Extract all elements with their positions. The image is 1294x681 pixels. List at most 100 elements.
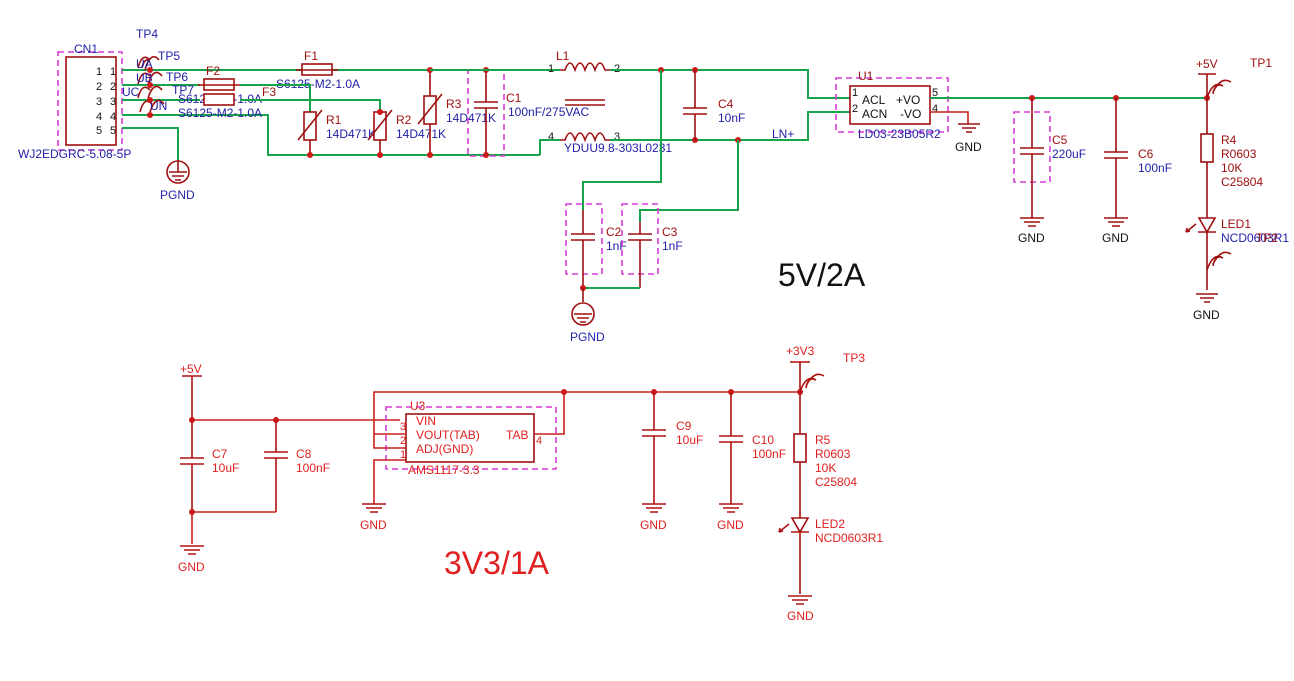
svg-text:2: 2: [110, 81, 116, 93]
capacitor-c6[interactable]: C6 100nF GND: [1102, 98, 1172, 245]
l1-pin-1: 1: [548, 63, 554, 75]
c1-ref: C1: [506, 91, 522, 105]
bottom-circuit: +5V C7 10uF C8 100nF GND U3 VIN: [178, 344, 883, 623]
capacitor-c7[interactable]: C7 10uF: [180, 420, 239, 512]
gnd-led2-label: GND: [787, 609, 814, 623]
c8-ref: C8: [296, 447, 312, 461]
testpoint-tp2[interactable]: TP2: [1206, 231, 1278, 271]
tp1-label: TP1: [1250, 56, 1272, 70]
capacitor-c8[interactable]: C8 100nF: [264, 420, 330, 512]
c7-ref: C7: [212, 447, 228, 461]
u1-ref: U1: [858, 69, 874, 83]
power-3v3: +3V3: [786, 344, 815, 392]
c5-ref: C5: [1052, 133, 1068, 147]
fuse-f1[interactable]: F1 S6125-M2-1.0A: [276, 49, 360, 91]
tp2-label: TP2: [1256, 231, 1278, 245]
l1-ref: L1: [556, 49, 570, 63]
svg-text:1: 1: [110, 66, 116, 78]
top-circuit: CN1 WJ2EDGRC-5.08-5P 1 2 3 4 5 1 2 3 4 5…: [18, 27, 1289, 344]
r4-ref: R4: [1221, 133, 1237, 147]
gnd-symbol-c7: GND: [178, 545, 205, 574]
module-u1[interactable]: U1 ACL ACN +VO -VO 1 2 5 4 LD03-23B05R2: [835, 69, 949, 141]
fuse-f3[interactable]: F3 S6125-M2-1.0A: [178, 85, 276, 120]
title-5v2a: 5V/2A: [778, 257, 866, 293]
cn1-pin-1: 1: [96, 66, 102, 78]
pgnd-left-label: PGND: [160, 188, 195, 202]
u3-pin-vout: VOUT(TAB): [416, 428, 480, 442]
varistor-r3[interactable]: R3 14D471K: [417, 70, 496, 155]
testpoint-tp1[interactable]: TP1: [1206, 56, 1272, 99]
f1-value: S6125-M2-1.0A: [276, 77, 360, 91]
led2-ref: LED2: [815, 517, 845, 531]
f3-value: S6125-M2-1.0A: [178, 106, 262, 120]
u3-pin-tab: TAB: [506, 428, 528, 442]
r4-value2: 10K: [1221, 161, 1242, 175]
capacitor-c4[interactable]: C4 10nF: [683, 70, 745, 140]
c2-ref: C2: [606, 225, 622, 239]
tp4-label: TP4: [136, 27, 158, 41]
u3-pin-4: 4: [536, 435, 542, 447]
u1-pin-4: 4: [932, 103, 938, 115]
gnd-c6-label: GND: [1102, 231, 1129, 245]
r5-value2: 10K: [815, 461, 836, 475]
c10-value: 100nF: [752, 447, 786, 461]
led1-ref: LED1: [1221, 217, 1251, 231]
led-led1[interactable]: LED1 NCD0603R1: [1185, 217, 1289, 290]
cn1-pin-2: 2: [96, 81, 102, 93]
cn1-part: WJ2EDGRC-5.08-5P: [18, 147, 131, 161]
tp7-label: TP7: [172, 83, 194, 97]
c5-value: 220uF: [1052, 147, 1086, 161]
resistor-r5[interactable]: R5 R0603 10K C25804: [793, 392, 857, 518]
gnd-symbol-u1: GND: [955, 123, 982, 154]
tp3-label: TP3: [843, 351, 865, 365]
tp5-label: TP5: [158, 49, 180, 63]
capacitor-c2[interactable]: C2 1nF: [565, 203, 627, 288]
pgnd-mid-label: PGND: [570, 330, 605, 344]
varistor-r1[interactable]: R1 14D471K: [297, 109, 376, 155]
plus5v-bottom-label: +5V: [180, 362, 202, 376]
power-5v-bottom: +5V: [180, 362, 202, 420]
net-un: UN: [150, 99, 167, 113]
c4-ref: C4: [718, 97, 734, 111]
capacitor-c5[interactable]: C5 220uF GND: [1013, 98, 1086, 245]
capacitor-c3[interactable]: C3 1nF: [621, 203, 683, 288]
c9-value: 10uF: [676, 433, 703, 447]
u1-pin-acl: ACL: [862, 93, 886, 107]
resistor-r4[interactable]: R4 R0603 10K C25804: [1200, 98, 1263, 218]
net-uc: UC: [122, 85, 140, 99]
testpoint-tp3[interactable]: TP3: [799, 351, 865, 393]
tp6-label: TP6: [166, 70, 188, 84]
connector-cn1[interactable]: CN1 WJ2EDGRC-5.08-5P 1 2 3 4 5 1 2 3 4 5: [18, 42, 131, 161]
title-3v3-1a: 3V3/1A: [444, 545, 550, 581]
power-5v-top: +5V: [1196, 57, 1218, 98]
c7-value: 10uF: [212, 461, 239, 475]
u1-part: LD03-23B05R2: [858, 127, 941, 141]
f2-ref: F2: [206, 64, 220, 78]
r5-value: R0603: [815, 447, 851, 461]
r1-ref: R1: [326, 113, 342, 127]
r2-value: 14D471K: [396, 127, 446, 141]
gnd-c7-label: GND: [178, 560, 205, 574]
svg-text:5: 5: [110, 125, 116, 137]
choke-l1[interactable]: L1 1 2 4 3 YDUU9.8-303L0231: [548, 49, 672, 155]
r4-value: R0603: [1221, 147, 1257, 161]
r1-value: 14D471K: [326, 127, 376, 141]
u1-pin-acn: ACN: [862, 107, 887, 121]
l1-pin-3: 3: [614, 131, 620, 143]
capacitor-c10[interactable]: C10 100nF GND: [717, 392, 786, 532]
net-ub: UB: [136, 71, 153, 85]
cn1-pin-4: 4: [96, 111, 102, 123]
regulator-u3[interactable]: U3 VIN VOUT(TAB) ADJ(GND) TAB 3 2 1 4 AM…: [385, 399, 557, 477]
u1-pin-vo-pos: +VO: [896, 93, 920, 107]
u3-pin-vin: VIN: [416, 414, 436, 428]
cn1-pin-5: 5: [96, 125, 102, 137]
r5-ref: R5: [815, 433, 831, 447]
f3-ref: F3: [262, 85, 276, 99]
pgnd-symbol-left: PGND: [160, 160, 195, 202]
c3-value: 1nF: [662, 239, 683, 253]
c8-value: 100nF: [296, 461, 330, 475]
cn1-pin-3: 3: [96, 96, 102, 108]
cn1-ref: CN1: [74, 42, 98, 56]
led-led2[interactable]: LED2 NCD0603R1: [778, 517, 883, 594]
capacitor-c9[interactable]: C9 10uF GND: [640, 392, 703, 532]
